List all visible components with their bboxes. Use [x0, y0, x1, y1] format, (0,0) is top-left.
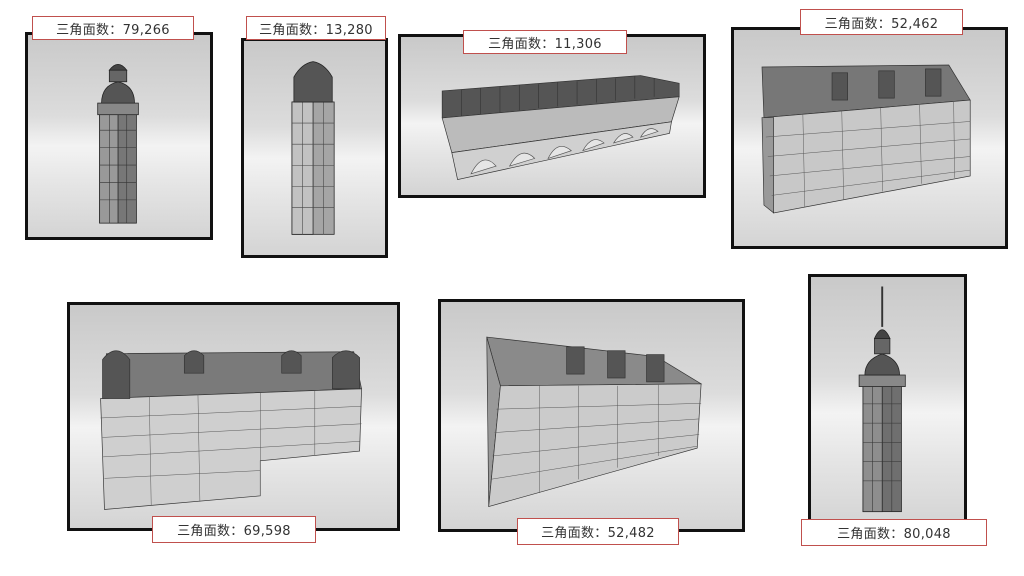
triangle-count-label: 三角面数：52,482 [517, 518, 679, 545]
model-panel-arcade [398, 34, 706, 198]
model-panel-tower-spire [808, 274, 967, 528]
triangle-count-label: 三角面数：79,266 [32, 16, 194, 40]
triangle-count-label: 三角面数：52,462 [800, 9, 963, 35]
tower-dome-render [97, 63, 139, 224]
model-panel-tower-dome [25, 32, 213, 240]
triangle-count-label: 三角面数：69,598 [152, 516, 316, 543]
triangle-count-label: 三角面数：11,306 [463, 30, 627, 54]
building-wide-render [100, 350, 362, 510]
triangle-count-label: 三角面数：13,280 [246, 16, 386, 40]
building-long-render [761, 64, 971, 214]
model-panel-tower-gable [241, 38, 388, 258]
model-panel-building-gabled [438, 299, 745, 532]
building-gabled-render [486, 336, 703, 508]
triangle-count-label: 三角面数：80,048 [801, 519, 987, 546]
tower-spire-render [858, 286, 906, 513]
model-panel-building-wide [67, 302, 400, 531]
arcade-render [441, 75, 680, 180]
model-panel-building-long [731, 27, 1008, 249]
tower-gable-render [291, 61, 335, 235]
